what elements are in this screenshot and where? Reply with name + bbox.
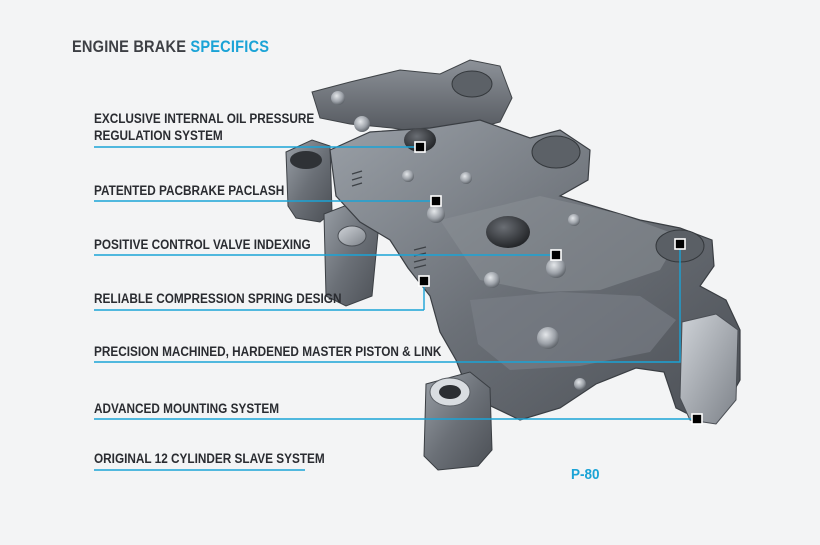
feature-slave-system: ORIGINAL 12 CYLINDER SLAVE SYSTEM bbox=[94, 451, 325, 466]
callout-markers bbox=[414, 141, 703, 425]
leader-master-piston bbox=[94, 244, 681, 363]
feature-valve-indexing: POSITIVE CONTROL VALVE INDEXING bbox=[94, 237, 311, 252]
brake-housing-illustration bbox=[285, 59, 741, 471]
marker-mounting bbox=[691, 413, 703, 425]
marker-compression-spring bbox=[418, 275, 430, 287]
marker-valve-indexing bbox=[550, 249, 562, 261]
callout-leaders bbox=[94, 146, 697, 471]
feature-oil-pressure-line1: EXCLUSIVE INTERNAL OIL PRESSURE bbox=[94, 111, 315, 126]
product-model: P-80 bbox=[571, 466, 600, 483]
feature-compression-spring: RELIABLE COMPRESSION SPRING DESIGN bbox=[94, 291, 342, 306]
feature-oil-pressure: EXCLUSIVE INTERNAL OIL PRESSURE REGULATI… bbox=[94, 110, 314, 144]
feature-paclash: PATENTED PACBRAKE PACLASH bbox=[94, 183, 285, 198]
marker-master-piston bbox=[674, 238, 686, 250]
feature-mounting: ADVANCED MOUNTING SYSTEM bbox=[94, 401, 280, 416]
feature-oil-pressure-line2: REGULATION SYSTEM bbox=[94, 128, 223, 143]
feature-master-piston: PRECISION MACHINED, HARDENED MASTER PIST… bbox=[94, 344, 442, 359]
marker-oil-pressure bbox=[414, 141, 426, 153]
marker-paclash bbox=[430, 195, 442, 207]
page-title: ENGINE BRAKE SPECIFICS bbox=[72, 37, 269, 57]
title-part-2: SPECIFICS bbox=[190, 37, 270, 56]
title-part-1: ENGINE BRAKE bbox=[72, 37, 187, 56]
